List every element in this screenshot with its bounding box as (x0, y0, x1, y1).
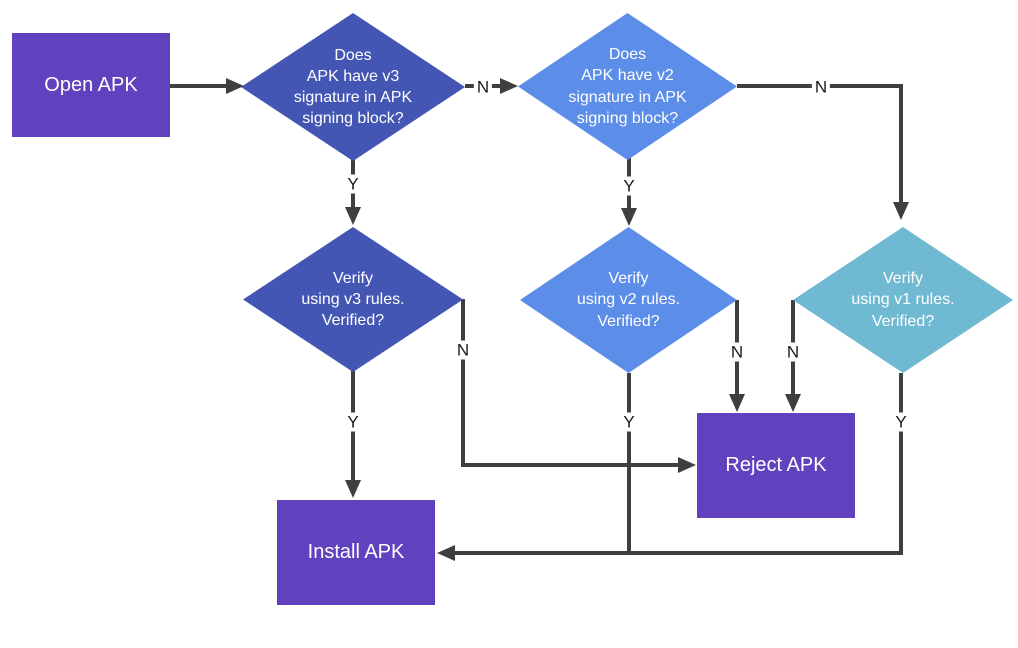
edge-verifyv2-yes-to-install (627, 373, 631, 555)
decision-verify-v3-label: Verify using v3 rules. Verified? (301, 269, 405, 330)
arrowhead-down-icon (345, 207, 361, 225)
edge-verifyv1-yes-to-install (899, 373, 903, 555)
edge-label-verifyv3-yes: Y (344, 412, 362, 432)
decision-verify-v2-label: Verify using v2 rules. Verified? (576, 270, 681, 330)
edge-verifyv3-no-to-reject (461, 463, 679, 467)
arrowhead-right-icon (226, 78, 244, 94)
arrowhead-down-icon (893, 202, 909, 220)
arrowhead-left-icon (437, 545, 455, 561)
node-reject-apk: Reject APK (697, 413, 855, 518)
node-reject-apk-label: Reject APK (725, 454, 827, 476)
decision-verify-v1: Verify using v1 rules. Verified? (793, 227, 1013, 373)
decision-has-v2-label: Does APK have v2 signature in APK signin… (568, 46, 687, 127)
edge-label-hasv2-no: N (811, 77, 831, 97)
edge-label-verifyv2-no: N (727, 342, 747, 362)
edge-label-verifyv1-no: N (783, 342, 803, 362)
decision-verify-v1-label: Verify using v1 rules. Verified? (851, 270, 955, 330)
decision-has-v3-label: Does APK have v3 signature in APK signin… (293, 46, 413, 128)
edge-open-to-hasv3 (170, 84, 226, 88)
arrowhead-down-icon (345, 480, 361, 498)
arrowhead-right-icon (678, 457, 696, 473)
node-open-apk-label: Open APK (44, 73, 138, 96)
edge-label-verifyv1-yes: Y (892, 412, 910, 432)
arrowhead-down-icon (785, 394, 801, 412)
edge-label-hasv3-no: N (473, 77, 493, 97)
node-open-apk: Open APK (12, 33, 170, 137)
edge-hasv2-no-to-verifyv1 (899, 84, 903, 203)
node-install-apk: Install APK (277, 500, 435, 605)
arrowhead-down-icon (621, 208, 637, 226)
arrowhead-down-icon (729, 394, 745, 412)
decision-verify-v2: Verify using v2 rules. Verified? (520, 227, 737, 373)
edge-label-verifyv2-yes: Y (620, 412, 638, 432)
node-install-apk-label: Install APK (307, 541, 405, 563)
edge-label-hasv3-yes: Y (344, 174, 362, 194)
decision-has-v2-signature: Does APK have v2 signature in APK signin… (518, 13, 737, 160)
decision-verify-v3: Verify using v3 rules. Verified? (243, 227, 463, 372)
edge-label-verifyv3-no: N (453, 340, 473, 360)
arrowhead-right-icon (500, 78, 518, 94)
edge-verifyv3-no-to-reject (461, 299, 465, 467)
edge-label-hasv2-yes: Y (620, 176, 638, 196)
decision-has-v3-signature: Does APK have v3 signature in APK signin… (241, 13, 465, 161)
edge-verifyv1-yes-to-install (455, 551, 903, 555)
